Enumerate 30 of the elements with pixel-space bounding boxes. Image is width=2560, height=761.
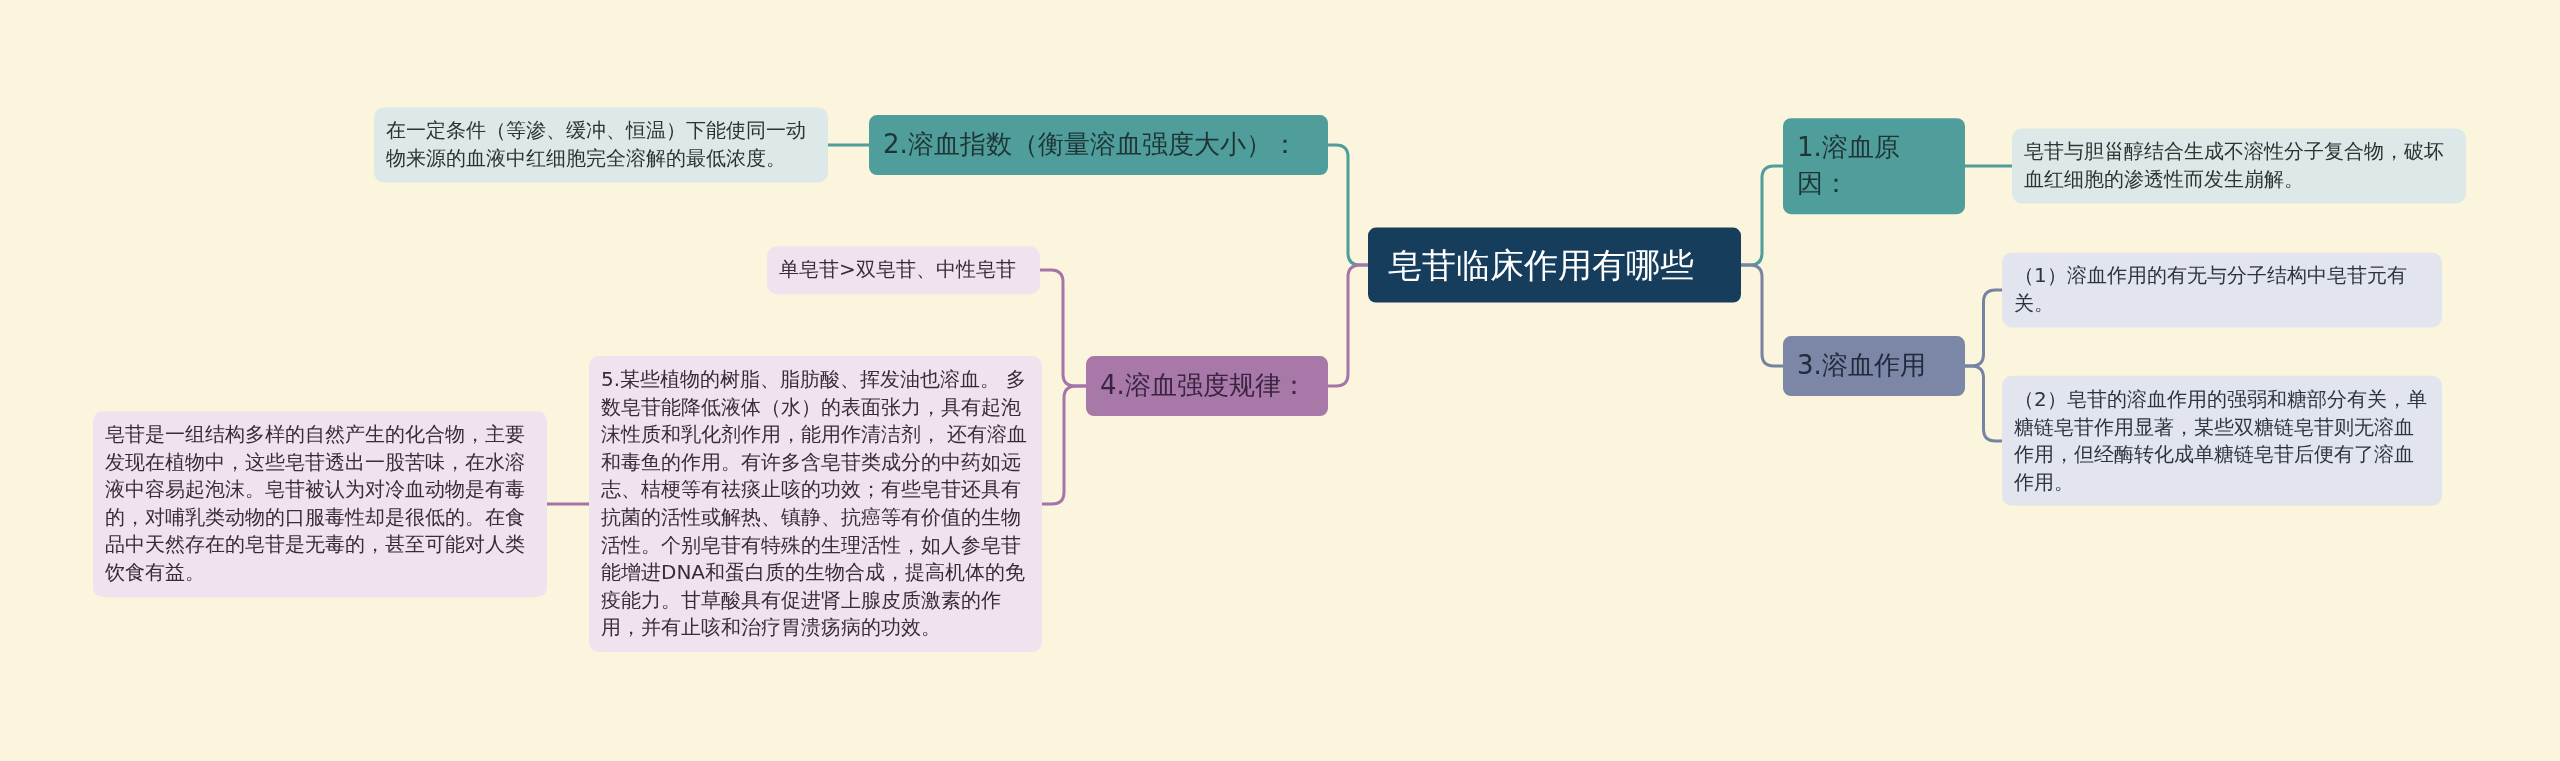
- note-box: [767, 246, 1040, 294]
- branch-label: 2.溶血指数（衡量溶血强度大小）：: [883, 128, 1299, 162]
- note-text: 皂苷是一组结构多样的自然产生的化合物，主要发现在植物中，这些皂苷透出一股苦味，在水溶液中容易起泡沫。皂苷被认为对冷血动物是有毒的，对哺乳类动物的口服毒性却是很低的。在食品中天然存在的皂苷是无毒的，甚至可能对人类饮食有益。: [105, 421, 526, 587]
- note-box: [2002, 375, 2442, 507]
- branch-box: [1783, 336, 1965, 396]
- note-box: [2012, 128, 2466, 204]
- note-text: （2）皂苷的溶血作用的强弱和糖部分有关，单糖链皂苷作用显著，某些双糖链皂苷则无溶血作用，但经酶转化成单糖链皂苷后便有了溶血作用。: [2014, 385, 2428, 496]
- branch-label: 3.溶血作用: [1797, 349, 1927, 383]
- connector-line: [1042, 384, 1086, 506]
- branch-box: [1783, 118, 1965, 214]
- note-box: [2002, 252, 2442, 328]
- topic-title: 皂苷临床作用有哪些: [1388, 243, 1695, 287]
- note-text: 皂苷与胆甾醇结合生成不溶性分子复合物，破坏血红细胞的渗透性而发生崩解。: [2024, 138, 2445, 193]
- branch-box: [869, 115, 1328, 175]
- branch-label: 4.溶血强度规律：: [1100, 369, 1308, 403]
- connector-line: [1741, 263, 1783, 368]
- connector-line: [828, 143, 869, 147]
- note-text: 5.某些植物的树脂、脂肪酸、挥发油也溶血。 多数皂苷能降低液体（水）的表面张力，具有起泡沫性质和乳化剂作用，能用作清洁剂， 还有溶血和毒鱼的作用。有许多含皂苷类成分的中药如远志、桔梗等有祛痰止咳的功效；有些皂苷还具有抗菌的活性或解热、镇静、抗癌等有价值的生物活性。个别皂苷有特殊的生理活性，如人参皂苷能增进DNA和蛋白质的生物合成，提高机体的免疫能力。甘草酸具有促进肾上腺皮质激素的作用，并有止咳和治疗胃溃疡病的功效。: [601, 366, 1029, 642]
- topic-box: [1368, 227, 1741, 303]
- connector-line: [547, 502, 589, 506]
- connector-line: [1965, 164, 2012, 168]
- branch-box: [1086, 356, 1328, 416]
- connector-line: [1328, 263, 1368, 388]
- note-text: 单皂苷>双皂苷、中性皂苷: [779, 256, 1017, 284]
- note-box: [93, 411, 547, 597]
- branch-label: 1.溶血原因：: [1797, 131, 1901, 200]
- note-text: 在一定条件（等渗、缓冲、恒温）下能使同一动物来源的血液中红细胞完全溶解的最低浓度。: [386, 117, 807, 172]
- note-box: [374, 107, 828, 183]
- note-text: （1）溶血作用的有无与分子结构中皂苷元有关。: [2014, 262, 2408, 317]
- connector-line: [1965, 364, 2002, 443]
